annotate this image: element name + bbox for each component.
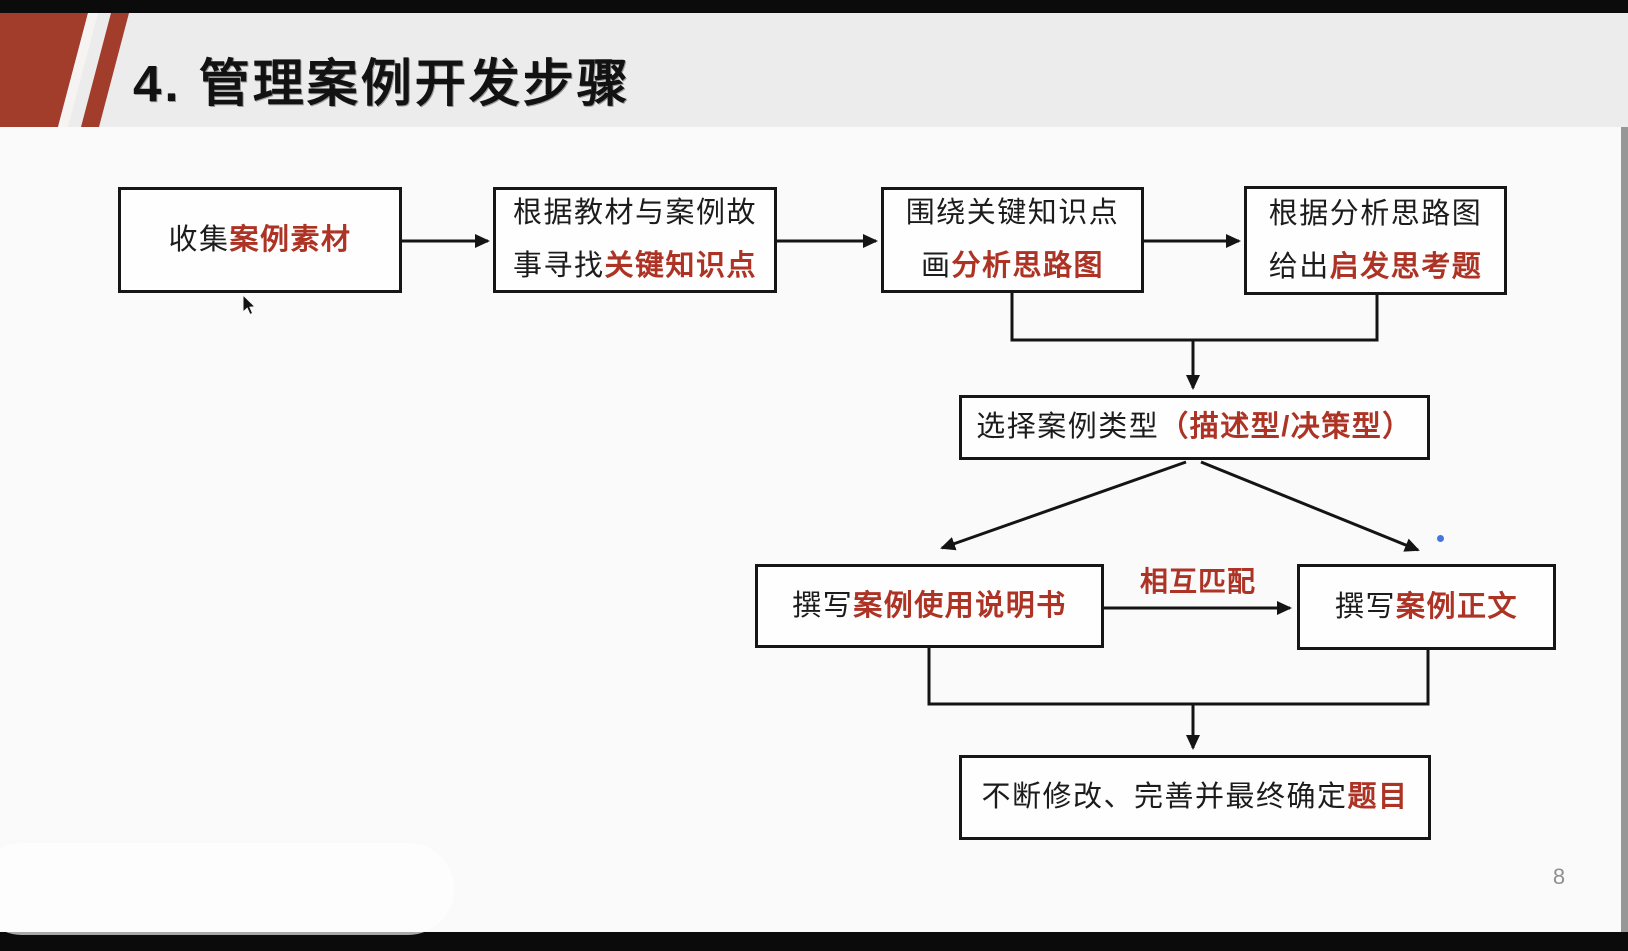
box-text-line: 根据分析思路图 [1268, 197, 1483, 230]
box-text-line: 事寻找关键知识点 [512, 250, 758, 282]
slide-title: 4. 管理案例开发步骤 [133, 55, 631, 112]
box-text-line: 画分析思路图 [920, 250, 1105, 282]
box-text-line: 撰写案例正文 [1334, 590, 1519, 623]
flow-box-write-usage-manual: 撰写案例使用说明书 [755, 564, 1104, 648]
top-black-bar [0, 0, 1628, 13]
blue-annotation-dot [1437, 535, 1444, 542]
flow-box-draw-analysis-map: 围绕关键知识点 画分析思路图 [881, 187, 1144, 293]
box-text-line: 围绕关键知识点 [905, 197, 1120, 229]
right-edge-strip [1621, 13, 1628, 932]
arrow-box5-box7 [1200, 460, 1420, 552]
box-text-line: 选择案例类型（描述型/决策型） [976, 411, 1413, 443]
flow-box-collect-case-material: 收集案例素材 [118, 187, 402, 293]
watermark-blob [0, 843, 454, 935]
box-text-line: 撰写案例使用说明书 [792, 589, 1067, 622]
header-band [0, 13, 1628, 127]
flow-box-find-key-knowledge-points: 根据教材与案例故 事寻找关键知识点 [493, 187, 777, 293]
flow-box-give-inspiring-questions: 根据分析思路图 给出启发思考题 [1244, 186, 1507, 295]
flow-box-choose-case-type: 选择案例类型（描述型/决策型） [959, 395, 1430, 460]
box-text-line: 根据教材与案例故 [512, 197, 757, 229]
match-label: 相互匹配 [1139, 566, 1256, 597]
arrow-box5-box6 [940, 460, 1187, 551]
page-number: 8 [1552, 864, 1566, 889]
box-text-line: 收集案例素材 [168, 223, 352, 256]
box-text-line: 给出启发思考题 [1268, 250, 1483, 283]
flow-box-finalize-topic: 不断修改、完善并最终确定题目 [959, 755, 1431, 840]
flow-box-write-case-body: 撰写案例正文 [1297, 564, 1556, 650]
mouse-cursor-icon [242, 293, 257, 316]
bottom-black-bar [0, 932, 1628, 951]
box-text-line: 不断修改、完善并最终确定题目 [981, 781, 1409, 813]
